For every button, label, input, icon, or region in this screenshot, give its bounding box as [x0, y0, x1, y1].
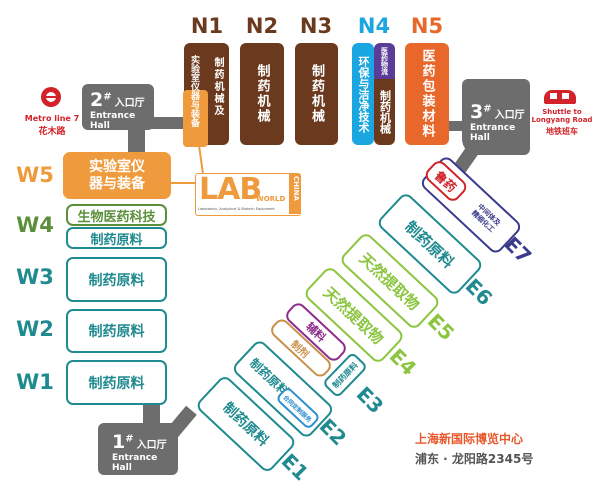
hall-n4-env: 环保与洁净技术	[352, 43, 374, 145]
hall-label-w4: W4	[16, 213, 54, 237]
hall-n5: 医药包装材料	[405, 43, 449, 145]
entrance-hall-2: 2#入口厅 Entrance Hall	[82, 84, 154, 131]
venue-address: 浦东 · 龙阳路2345号	[415, 452, 534, 466]
corridor-w1-1	[143, 402, 160, 427]
hall-label-w2: W2	[16, 317, 54, 341]
hall-label-n3: N3	[299, 14, 333, 38]
hall-label-n1: N1	[190, 14, 224, 38]
hall-w4-api: 制药原料	[66, 227, 167, 249]
shuttle-label-2: Longyang Road	[531, 116, 593, 124]
metro-icon	[41, 87, 61, 107]
hall-label-w5: W5	[16, 163, 54, 187]
hall-n4-machinery: 制药机械	[374, 79, 395, 145]
corridor-n5-3	[445, 121, 467, 131]
bus-icon	[544, 90, 576, 104]
venue-name: 上海新国际博览中心	[415, 432, 524, 446]
entrance-hall-1: 1#入口厅 Entrance Hall	[98, 423, 178, 475]
corridor-2-w5	[128, 125, 145, 155]
hall-n4-logistics: 医药物流	[374, 43, 395, 79]
hall-label-e3: E3	[351, 381, 389, 419]
hall-n2: 制药机械	[240, 43, 284, 145]
hall-w2: 制药原料	[66, 309, 167, 353]
hall-w4-bio: 生物医药科技	[66, 204, 167, 226]
hall-w5: 实验室仪器与装备	[63, 152, 171, 199]
hall-label-n2: N2	[245, 14, 279, 38]
hall-w1: 制药原料	[66, 360, 167, 405]
connector-n1-labworld	[198, 146, 204, 173]
labworld-logo: LAB WORLD Laboratory, Analytical & Biote…	[195, 172, 301, 216]
shuttle-label-1: Shuttle to	[542, 108, 582, 116]
hall-n1-lab-label: 实验室仪器与装备	[189, 55, 199, 127]
metro-line-label: Metro line 7	[24, 114, 80, 123]
hall-n3: 制药机械	[295, 43, 338, 145]
entrance-hall-3: 3#入口厅 Entrance Hall	[462, 79, 530, 155]
corridor-2-n1	[145, 117, 190, 129]
hall-label-n4: N4	[357, 14, 391, 38]
hall-label-w1: W1	[16, 370, 54, 394]
hall-w3: 制药原料	[66, 257, 167, 302]
hall-n1-lab	[183, 90, 208, 147]
hall-label-w3: W3	[16, 265, 54, 289]
metro-station-label: 花木路	[38, 127, 66, 137]
hall-label-n5: N5	[410, 14, 444, 38]
connector-w5-labworld	[170, 182, 196, 184]
shuttle-label-cn: 地铁班车	[546, 127, 578, 136]
